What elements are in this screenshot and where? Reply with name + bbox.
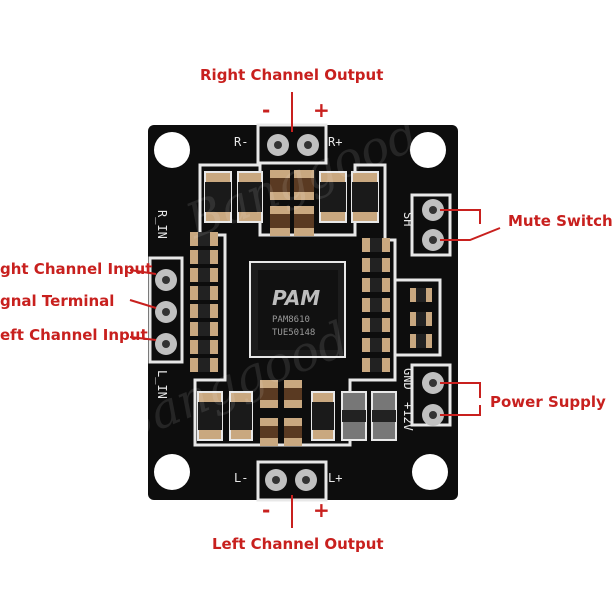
silk-r-minus: R- [234,135,248,149]
smd-components [190,170,432,446]
sign-right-minus: - [262,98,271,122]
sign-left-minus: - [262,498,271,522]
mounting-hole-bottom-left [154,454,190,490]
chip-part-number: PAM8610 [272,315,310,325]
mounting-hole-top-left [154,132,190,168]
mounting-hole-top-right [410,132,446,168]
silk-r-in: R_IN [155,210,169,239]
label-mute-switch: Mute Switch [508,212,613,230]
silk-plus12v: +12V [401,402,415,431]
silk-gnd: GND [401,368,415,390]
amplifier-chip [249,261,346,358]
label-left-channel-output: Left Channel Output [212,535,384,553]
silk-l-minus: L- [234,471,248,485]
label-power-supply: Power Supply [490,393,606,411]
chip-date-code: TUE50148 [272,328,315,338]
mounting-hole-bottom-right [412,454,448,490]
silk-l-plus: L+ [328,471,342,485]
annotation-leader-lines [129,92,501,528]
silk-sh: SH [401,212,415,226]
terminal-pins [155,134,444,491]
chip-logo: PAM [272,286,320,310]
label-left-channel-input: eft Channel Input [0,326,148,344]
sign-right-plus: + [313,98,330,122]
silk-r-plus: R+ [328,135,342,149]
label-signal-terminal: gnal Terminal [0,292,115,310]
label-right-channel-output: Right Channel Output [200,66,384,84]
sign-left-plus: + [313,498,330,522]
label-right-channel-input: ght Channel Input [0,260,153,278]
silk-l-in: L_IN [155,370,169,399]
